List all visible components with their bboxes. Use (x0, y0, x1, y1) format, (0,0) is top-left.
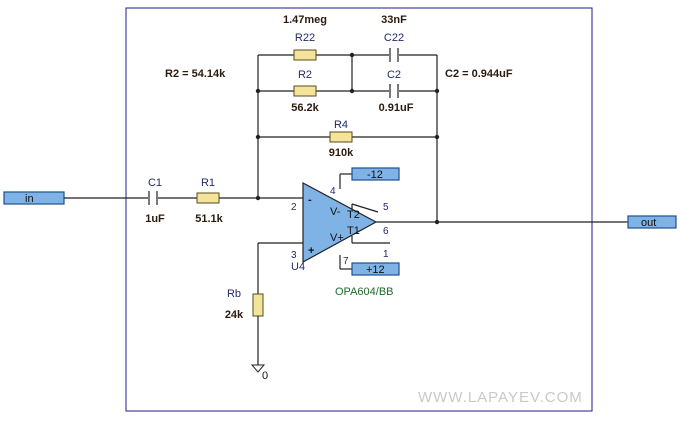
r1-value: 51.1k (195, 213, 223, 225)
resistor-r2[interactable]: R2 56.2k (291, 69, 319, 114)
opamp-vminus-label: V- (330, 206, 341, 218)
pin-1-label: 1 (383, 249, 389, 260)
resistor-rb-body (252, 293, 264, 317)
r22-name: R22 (295, 32, 315, 44)
resistor-r2-body (293, 85, 317, 97)
resistor-r22-body (293, 49, 317, 61)
r2-name: R2 (298, 69, 312, 81)
input-port-box (3, 191, 65, 205)
junction-dot (434, 134, 440, 140)
resistor-r4[interactable]: R4 910k (329, 119, 354, 159)
pos-supply-tag[interactable]: +12 (351, 262, 400, 276)
c2-name: C2 (387, 69, 401, 81)
opamp-plus-sign: + (308, 245, 314, 257)
c2-value: 0.91uF (379, 102, 414, 114)
r1-name: R1 (201, 177, 215, 189)
opamp-u4[interactable]: - + V- V+ T2 T1 2 3 4 5 6 7 1 U4 OPA604/… (291, 181, 394, 298)
r2-total-label: R2 = 54.14k (165, 68, 226, 80)
c1-name: C1 (148, 177, 162, 189)
capacitor-c1[interactable]: C1 1uF (145, 177, 165, 225)
resistor-r22[interactable]: 1.47meg R22 (283, 14, 327, 61)
ground-symbol: 0 (250, 364, 268, 382)
pin-4-label: 4 (330, 186, 336, 197)
resistor-r1[interactable]: R1 51.1k (195, 177, 223, 225)
neg-supply-tag[interactable]: -12 (351, 167, 400, 181)
junction-dot (349, 52, 355, 58)
schematic-frame (125, 7, 593, 412)
pin-2-label: 2 (291, 202, 297, 213)
feedback-network (255, 52, 440, 225)
opamp-part-label: OPA604/BB (335, 286, 394, 298)
resistor-r1-body (196, 192, 220, 204)
rb-name: Rb (227, 288, 241, 300)
r2-value: 56.2k (291, 102, 319, 114)
opamp-t1-label: T1 (347, 225, 360, 237)
junction-dot (349, 88, 355, 94)
watermark-text: WWW.LAPAYEV.COM (418, 389, 583, 406)
output-port-label: out (641, 217, 656, 229)
input-port[interactable]: in (3, 191, 65, 205)
input-port-label: in (25, 193, 34, 205)
neg-supply-box (351, 167, 400, 181)
c22-value: 33nF (381, 14, 407, 26)
output-port[interactable]: out (627, 215, 677, 229)
resistor-r4-body (329, 131, 353, 143)
output-port-box (627, 215, 677, 229)
r22-value: 1.47meg (283, 14, 327, 26)
r4-value: 910k (329, 147, 354, 159)
ground-icon (250, 364, 266, 373)
pin-6-label: 6 (383, 226, 389, 237)
pos-supply-box (351, 262, 400, 276)
pin-7-label: 7 (343, 256, 349, 267)
opamp-t2-label: T2 (347, 209, 360, 221)
pin-5-label: 5 (383, 202, 389, 213)
capacitor-c2[interactable]: C2 0.91uF (379, 69, 414, 114)
c22-name: C22 (384, 32, 404, 44)
resistor-rb[interactable]: Rb 24k (225, 288, 264, 321)
ground-label: 0 (262, 370, 268, 382)
opamp-minus-sign: - (308, 194, 312, 206)
opamp-ref-label: U4 (291, 261, 305, 273)
c1-value: 1uF (145, 213, 165, 225)
wire-pin5 (351, 203, 379, 213)
junction-dot (255, 88, 261, 94)
pin-3-label: 3 (291, 250, 297, 261)
neg-supply-label: -12 (367, 169, 383, 181)
opamp-triangle (302, 181, 378, 264)
junction-dot (255, 134, 261, 140)
pos-supply-label: +12 (366, 264, 385, 276)
capacitor-c22[interactable]: 33nF C22 (381, 14, 407, 62)
rb-value: 24k (225, 309, 244, 321)
r4-name: R4 (334, 119, 348, 131)
opamp-vplus-label: V+ (330, 232, 344, 244)
junction-dot (434, 88, 440, 94)
c2-total-label: C2 = 0.944uF (445, 68, 513, 80)
